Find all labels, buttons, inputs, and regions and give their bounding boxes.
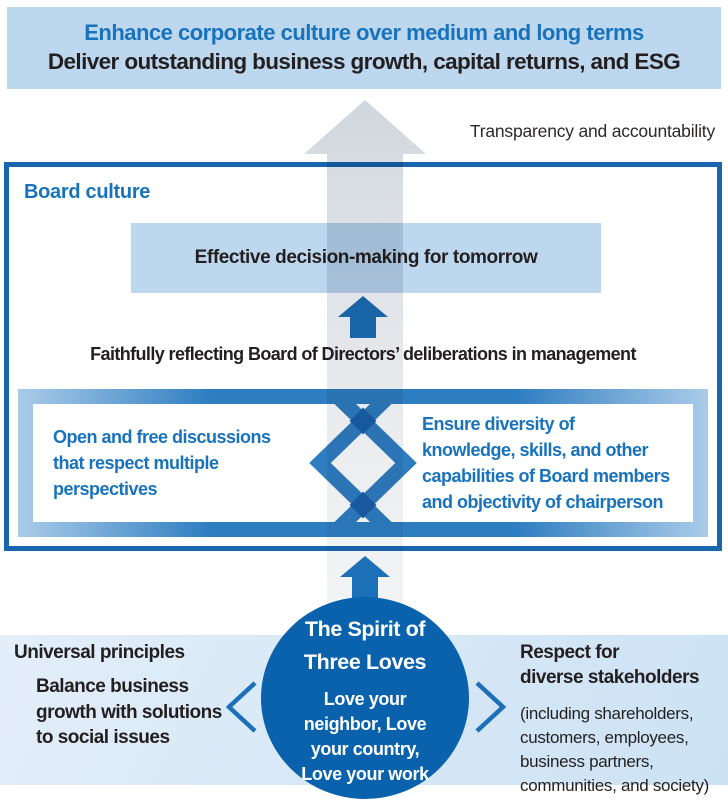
up-arrow-icon	[340, 556, 390, 598]
universal-principles-heading: Universal principles	[14, 642, 185, 663]
stakeholders-group: Respect for diverse stakeholders (includ…	[520, 640, 709, 798]
transparency-label: Transparency and accountability	[469, 121, 715, 141]
right-chevron-icon	[475, 681, 507, 733]
board-culture-title: Board culture	[24, 181, 151, 203]
banner-subtitle: Deliver outstanding business growth, cap…	[47, 49, 681, 74]
spirit-of-three-loves-circle: The Spirit of Three Loves Love your neig…	[261, 597, 469, 799]
open-discussions-label: Open and free discussions that respect m…	[53, 427, 271, 499]
circle-body: Love your neighbor, Love your country, L…	[301, 689, 429, 784]
left-chevron-icon	[225, 681, 257, 733]
banner-title: Enhance corporate culture over medium an…	[84, 20, 644, 45]
respect-stakeholders-heading: Respect for diverse stakeholders	[520, 642, 700, 688]
universal-principles-group: Universal principles Balance business gr…	[14, 641, 222, 751]
balance-business-label: Balance business growth with solutions t…	[36, 676, 222, 748]
circle-title: The Spirit of Three Loves	[303, 617, 427, 674]
ensure-diversity-label: Ensure diversity of knowledge, skills, a…	[422, 414, 670, 512]
big-up-arrow-icon	[304, 100, 426, 613]
header-banner: Enhance corporate culture over medium an…	[7, 7, 721, 89]
stakeholders-detail-label: (including shareholders, customers, empl…	[520, 704, 710, 795]
